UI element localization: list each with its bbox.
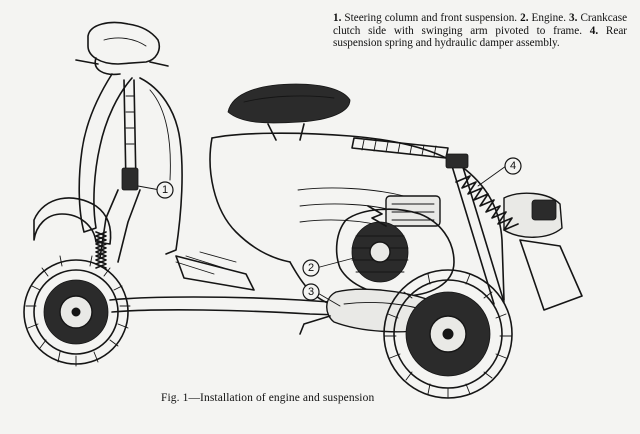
engine: [335, 195, 455, 297]
steering-column: [99, 79, 141, 263]
callout-1: 1: [156, 181, 174, 199]
legend-text-1: Steering column and front suspension.: [344, 12, 518, 24]
legend-num-2: 2.: [520, 12, 529, 24]
luggage-rack: [351, 137, 449, 159]
seat: [227, 83, 351, 141]
leg-shield: [78, 73, 183, 255]
callout-3: 3: [302, 283, 320, 301]
callout-4: 4: [504, 157, 522, 175]
legend-num-3: 3.: [569, 12, 578, 24]
legend-num-4: 4.: [589, 24, 599, 37]
handlebar: [75, 21, 169, 76]
rear-wheel: [383, 269, 513, 399]
svg-text:4: 4: [510, 160, 516, 172]
front-spring: [95, 231, 107, 269]
svg-text:3: 3: [308, 286, 314, 298]
legend-text-2: Engine.: [531, 12, 567, 24]
front-mudguard: [33, 197, 112, 245]
tail-light: [503, 192, 583, 311]
svg-text:2: 2: [308, 262, 314, 274]
callout-leaders: [137, 165, 507, 307]
callout-2: 2: [302, 259, 320, 277]
legend-text-3: Crankcase clutch side with swinging arm …: [333, 12, 628, 37]
legend-num-1: 1.: [333, 12, 342, 24]
rear-damper: [445, 153, 519, 305]
legend-text: 1. Steering column and front suspension.…: [333, 12, 627, 50]
svg-text:1: 1: [162, 184, 168, 196]
front-wheel: [23, 255, 131, 367]
legend-text-4: Rear suspension spring and hydraulic dam…: [333, 24, 628, 50]
figure-caption: Fig. 1—Installation of engine and suspen…: [161, 392, 375, 404]
floorboard: [109, 251, 371, 317]
